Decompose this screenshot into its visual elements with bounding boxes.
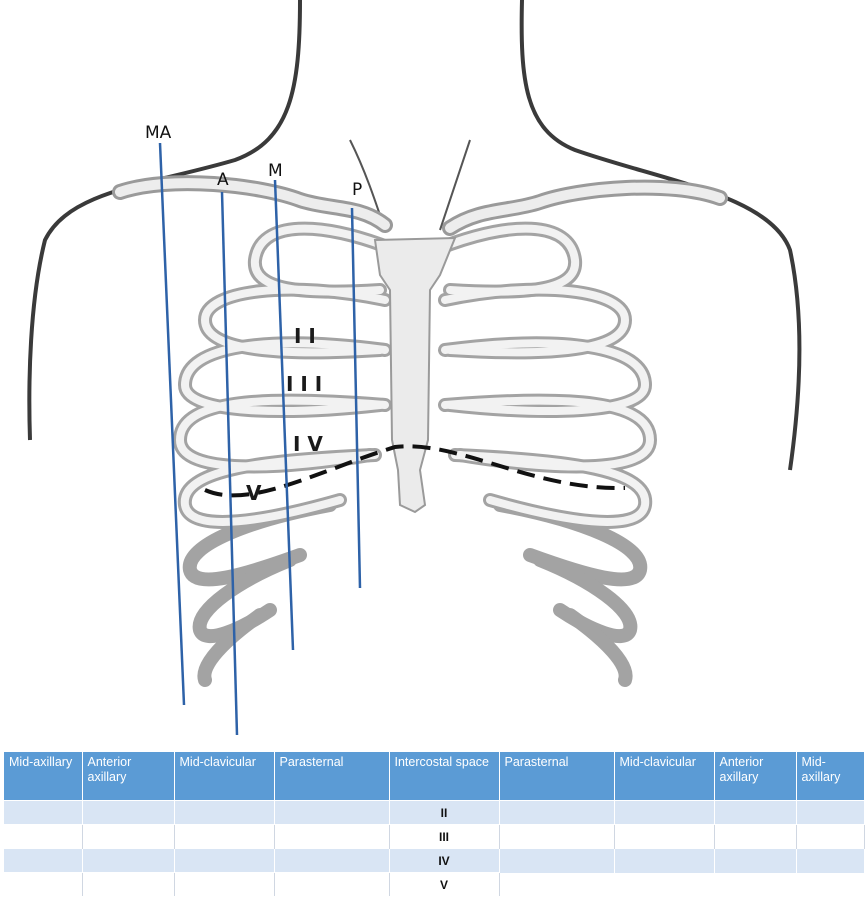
space-cell: IV <box>389 849 499 873</box>
space-cell: V <box>389 873 499 897</box>
rib-cage-diagram: MA A M P I I I I I I V V <box>0 0 867 745</box>
space-cell: III <box>389 825 499 849</box>
space-label-v: V <box>246 481 262 505</box>
table-row: IV <box>4 849 864 873</box>
header-anterior-axillary-left: Anterior axillary <box>82 752 174 801</box>
space-label-ii: I I <box>294 324 316 348</box>
header-mid-axillary-right: Mid-axillary <box>796 752 864 801</box>
clavicle-right-hl <box>450 188 720 228</box>
space-cell: II <box>389 801 499 825</box>
label-p: P <box>352 180 362 200</box>
table-row: III <box>4 825 864 849</box>
space-label-iv: I V <box>293 432 323 456</box>
header-intercostal-space: Intercostal space <box>389 752 499 801</box>
label-a: A <box>217 170 229 190</box>
header-parasternal-left: Parasternal <box>274 752 389 801</box>
auscultation-table: Mid-axillary Anterior axillary Mid-clavi… <box>4 752 864 896</box>
header-anterior-axillary-right: Anterior axillary <box>714 752 796 801</box>
header-mid-axillary-left: Mid-axillary <box>4 752 82 801</box>
header-mid-clavicular-right: Mid-clavicular <box>614 752 714 801</box>
header-mid-clavicular-left: Mid-clavicular <box>174 752 274 801</box>
header-parasternal-right: Parasternal <box>499 752 614 801</box>
table-row: II <box>4 801 864 825</box>
table-header-row: Mid-axillary Anterior axillary Mid-clavi… <box>4 752 864 801</box>
space-label-iii: I I I <box>286 372 322 396</box>
body-outline <box>29 0 300 440</box>
sternum <box>375 238 455 512</box>
label-m: M <box>268 161 283 181</box>
table-row: V <box>4 873 864 897</box>
label-ma: MA <box>145 123 172 143</box>
